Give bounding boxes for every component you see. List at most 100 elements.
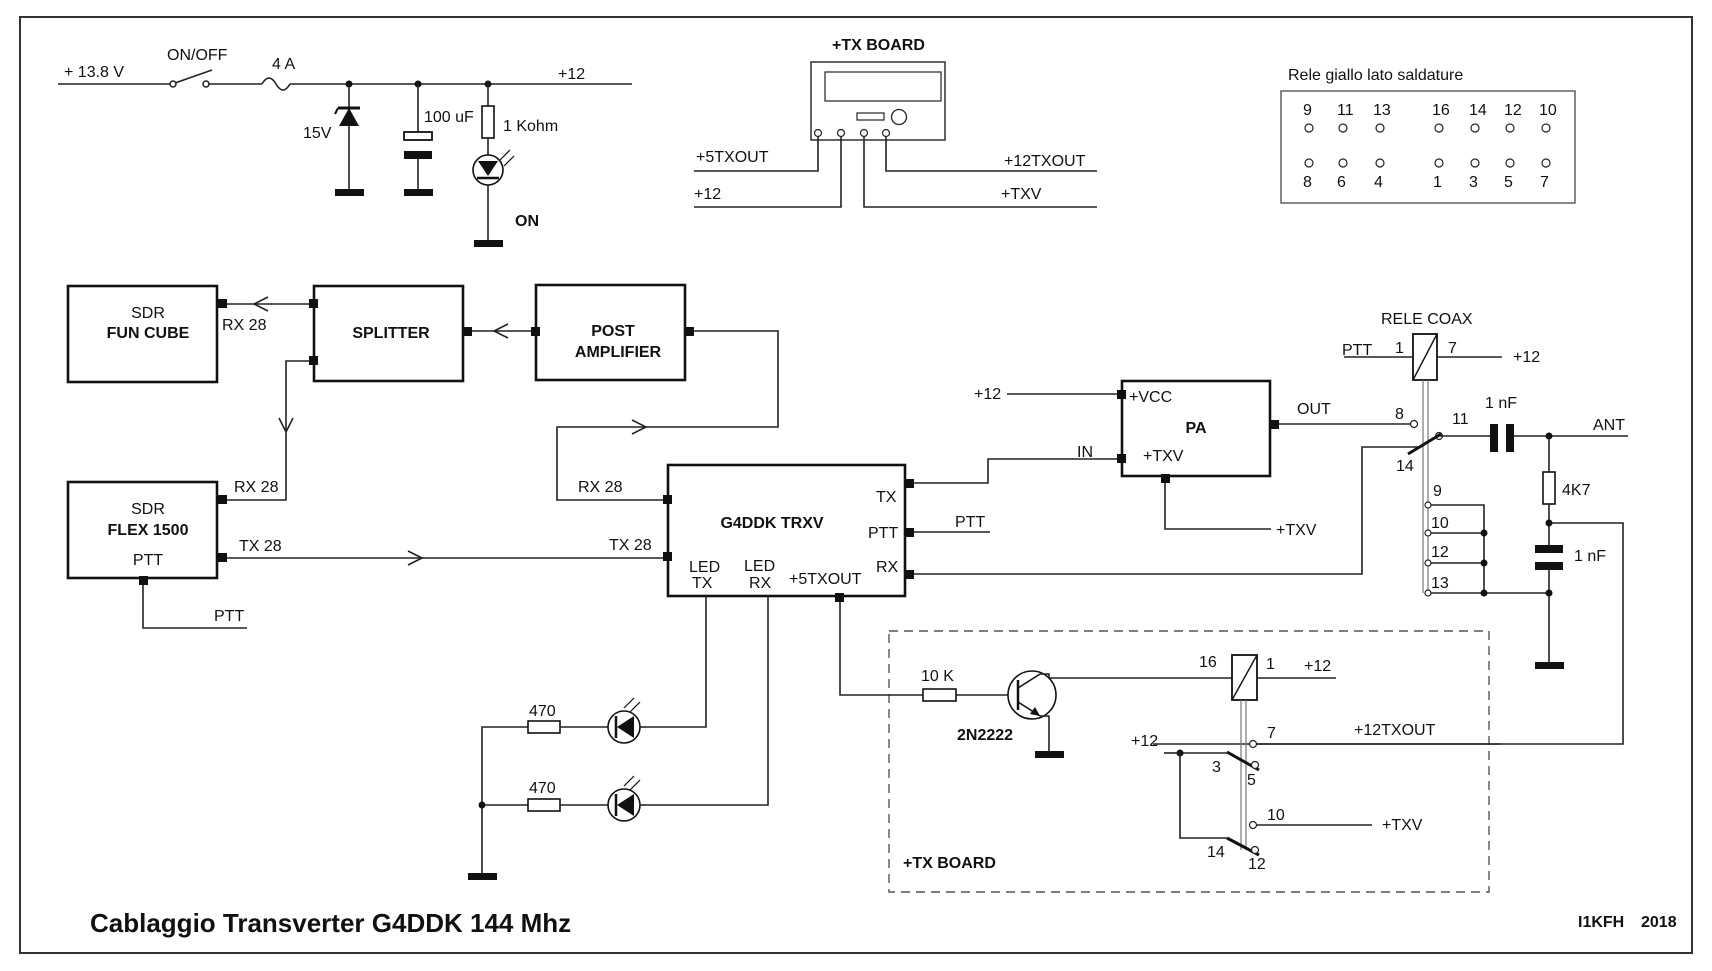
tx-p10-label: 10 — [1267, 807, 1285, 824]
coax-p12-label: 12 — [1431, 544, 1449, 561]
txboard-5txout-label: +5TXOUT — [696, 149, 769, 166]
pin-top-5: 14 — [1469, 102, 1487, 119]
pin-bottom-7: 7 — [1540, 174, 1549, 191]
txboard-detail-title: +TX BOARD — [903, 855, 996, 872]
signal-wiring: RX 28 RX 28 TX 28 TX 28 PTT RX 28 TX IN … — [142, 296, 1418, 629]
g4-tx-pin-label: TX — [876, 489, 897, 506]
splitter-block: SPLITTER — [309, 284, 472, 383]
transistor-2n2222 — [1007, 670, 1057, 720]
coax-12-label: +12 — [1513, 349, 1540, 366]
led-rx-line1: LED — [744, 558, 775, 575]
tx-p5-label: 5 — [1247, 772, 1256, 789]
fuse-label: 4 A — [272, 56, 295, 73]
ground-zener — [335, 189, 364, 196]
pin-top-7: 10 — [1539, 102, 1557, 119]
resistor-label: 1 Kohm — [503, 118, 558, 135]
tx-txv-label: +TXV — [1382, 817, 1423, 834]
txboard-top-section: +TX BOARD +5TXOUT +12 +12TXOUT +TXV — [694, 37, 1097, 208]
page-title: Cablaggio Transverter G4DDK 144 Mhz — [90, 908, 571, 938]
pin-top-3: 13 — [1373, 102, 1391, 119]
capacitor-1nf-shunt — [1535, 545, 1563, 570]
pin-bottom-2: 6 — [1337, 174, 1346, 191]
fun-cube-line2: FUN CUBE — [107, 325, 190, 342]
resistor-10k — [922, 688, 957, 702]
pin-bottom-3: 4 — [1374, 174, 1383, 191]
pin-bottom-5: 3 — [1469, 174, 1478, 191]
pin-top-6: 12 — [1504, 102, 1522, 119]
tx-p12c-label: 12 — [1248, 856, 1266, 873]
pa-vcc-label: +VCC — [1129, 389, 1172, 406]
switch-label: ON/OFF — [167, 47, 228, 64]
txboard-txv-label: +TXV — [1001, 186, 1042, 203]
transistor-label: 2N2222 — [957, 727, 1013, 744]
ground-transistor — [1035, 751, 1064, 758]
author-label: I1KFH — [1578, 914, 1624, 931]
coax-relay-title: RELE COAX — [1381, 311, 1473, 328]
sdr-flex-1500-block: SDR FLEX 1500 PTT — [66, 480, 227, 585]
tx-p14-label: 14 — [1207, 844, 1225, 861]
resistor-1k — [481, 105, 495, 139]
power-supply-section: + 13.8 V ON/OFF 4 A +12 15V — [58, 47, 632, 247]
pa-txv-pin-label: +TXV — [1143, 448, 1184, 465]
tx-p16-label: 16 — [1199, 654, 1217, 671]
ant-label: ANT — [1593, 417, 1625, 434]
pa-out-label: OUT — [1297, 401, 1331, 418]
post-amp-line2: AMPLIFIER — [575, 344, 662, 361]
coax-p11-label: 11 — [1452, 411, 1469, 428]
zener-label: 15V — [303, 125, 332, 142]
resistor-4k7-label: 4K7 — [1562, 482, 1591, 499]
coax-p10-label: 10 — [1431, 515, 1449, 532]
tx-12txout-label: +12TXOUT — [1354, 722, 1436, 739]
tx-12a-label: +12 — [1304, 658, 1331, 675]
fuse-symbol — [261, 77, 291, 91]
pa-label: PA — [1185, 420, 1206, 437]
sdr-fun-cube-block: SDR FUN CUBE — [66, 284, 227, 384]
pin-top-1: 9 — [1303, 102, 1312, 119]
page-frame — [19, 16, 1693, 954]
input-voltage-label: + 13.8 V — [64, 64, 124, 81]
txboard-top-title: +TX BOARD — [832, 37, 925, 54]
coax-p13-label: 13 — [1431, 575, 1449, 592]
led-tx-line2: TX — [692, 575, 713, 592]
pa-txv-ext-label: +TXV — [1276, 522, 1317, 539]
coax-relay-section: RELE COAX PTT 1 7 +12 8 11 14 1 nF ANT — [1153, 311, 1628, 745]
cap-label: 100 uF — [424, 109, 474, 126]
relay-pinout-box — [1280, 90, 1576, 204]
capacitor-1nf-series — [1490, 424, 1514, 452]
led-indicator-section: 470 470 — [468, 596, 769, 880]
coax-cap2-label: 1 nF — [1574, 548, 1606, 565]
coax-p9-label: 9 — [1433, 483, 1442, 500]
coax-p7-label: 7 — [1448, 340, 1457, 357]
g4-ptt-pin-label: PTT — [868, 525, 898, 542]
pa-block: PA — [1117, 379, 1279, 483]
pa-in-label: IN — [1077, 444, 1093, 461]
coax-p14-label: 14 — [1396, 458, 1414, 475]
on-off-switch — [169, 69, 213, 88]
post-amp-line1: POST — [591, 323, 635, 340]
led-tx-line1: LED — [689, 559, 720, 576]
relay-pinout-title: Rele giallo lato saldature — [1288, 67, 1463, 84]
year-label: 2018 — [1641, 914, 1677, 931]
ground-led-section — [468, 873, 497, 880]
tx28-flex-label: TX 28 — [239, 538, 282, 555]
g4-rx-pin-label: RX — [876, 559, 899, 576]
rx28-flex-label: RX 28 — [234, 479, 279, 496]
pa-12-label: +12 — [974, 386, 1001, 403]
txboard-12-label: +12 — [694, 186, 721, 203]
led-tx-icon — [607, 697, 641, 744]
g4-ptt-out-label: PTT — [955, 514, 985, 531]
flex-line1: SDR — [131, 501, 165, 518]
ground-coax — [1535, 662, 1564, 669]
tx-p7-label: 7 — [1267, 725, 1276, 742]
coax-p8-label: 8 — [1395, 406, 1404, 423]
capacitor-100uf — [403, 131, 433, 159]
txboard-detail-dashed-box — [888, 630, 1490, 893]
ptt-flex-label: PTT — [214, 608, 244, 625]
tx-p3-label: 3 — [1212, 759, 1221, 776]
txboard-detail-section: +TX BOARD 10 K 2N2222 16 1 +12 7 +12T — [839, 602, 1500, 893]
ground-cap — [404, 189, 433, 196]
tx-p1-label: 1 — [1266, 656, 1275, 673]
power-led-icon — [472, 149, 515, 186]
tx-12b-label: +12 — [1131, 733, 1158, 750]
r470-tx-label: 470 — [529, 703, 556, 720]
